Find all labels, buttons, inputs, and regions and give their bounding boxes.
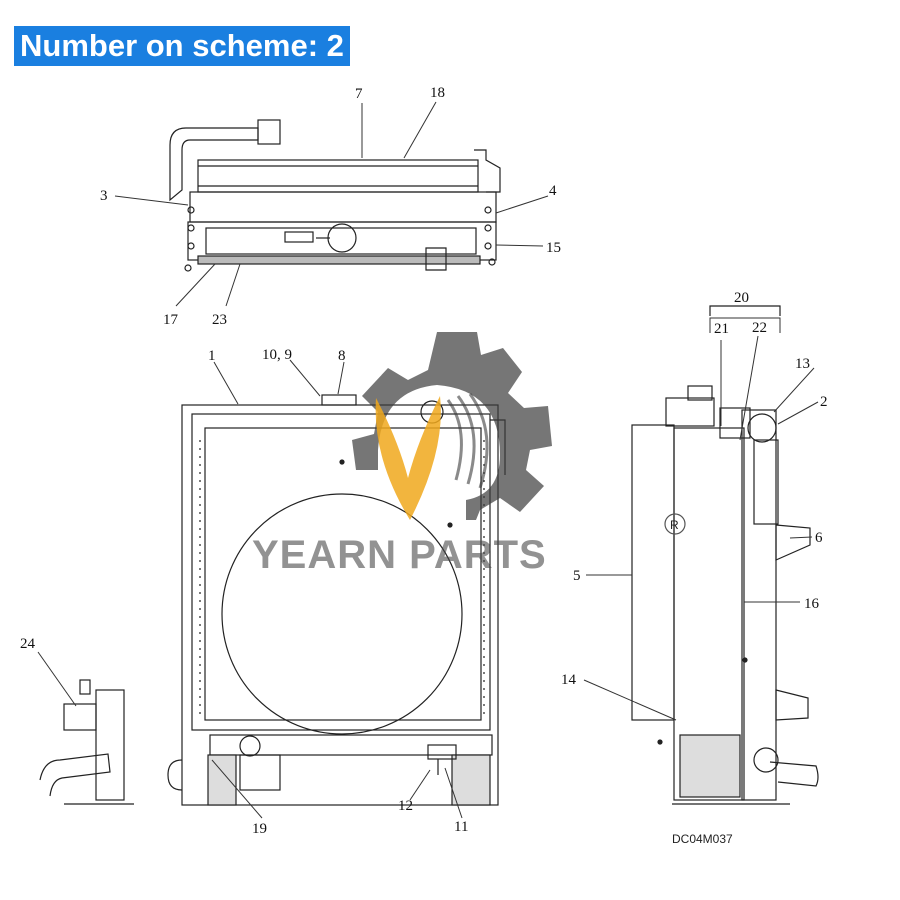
- callout-10-9: 10, 9: [262, 347, 292, 363]
- callout-17: 17: [163, 312, 179, 328]
- callout-3: 3: [100, 188, 108, 204]
- gear-logo-icon: [352, 332, 552, 520]
- top-view-assembly: [169, 119, 501, 272]
- callout-14: 14: [561, 672, 577, 688]
- flame-stripes-icon: [446, 393, 489, 489]
- yearn-parts-watermark: YEARN PARTS R: [252, 332, 686, 577]
- callout-2: 2: [820, 394, 828, 410]
- scheme-number-badge: Number on scheme: 2: [14, 26, 350, 66]
- callout-13: 13: [795, 356, 810, 372]
- flame-logo-icon: [375, 396, 441, 520]
- callout-1: 1: [208, 348, 216, 364]
- registered-mark-icon: [664, 513, 686, 535]
- callout-12: 12: [398, 798, 413, 814]
- callout-7: 7: [355, 86, 363, 102]
- callout-19: 19: [252, 821, 267, 837]
- leader-lines: [37, 101, 819, 819]
- callout-24: 24: [20, 636, 36, 652]
- callout-21: 21: [714, 321, 729, 337]
- front-view-radiator: [167, 394, 506, 806]
- callout-8: 8: [338, 348, 346, 364]
- callout-5: 5: [573, 568, 581, 584]
- callout-23: 23: [212, 312, 227, 328]
- callout-20: 20: [734, 290, 749, 306]
- callout-4: 4: [549, 183, 557, 199]
- callout-22: 22: [752, 320, 767, 336]
- side-view-radiator: [631, 305, 819, 805]
- callout-16: 16: [804, 596, 820, 612]
- callout-18: 18: [430, 85, 445, 101]
- detail-24-bracket: [39, 679, 134, 805]
- drawing-code: DC04M037: [672, 832, 733, 846]
- callout-15: 15: [546, 240, 561, 256]
- watermark-text: YEARN PARTS: [252, 533, 547, 577]
- callout-11: 11: [454, 819, 468, 835]
- registered-mark-letter: R: [670, 518, 679, 532]
- callout-6: 6: [815, 530, 823, 546]
